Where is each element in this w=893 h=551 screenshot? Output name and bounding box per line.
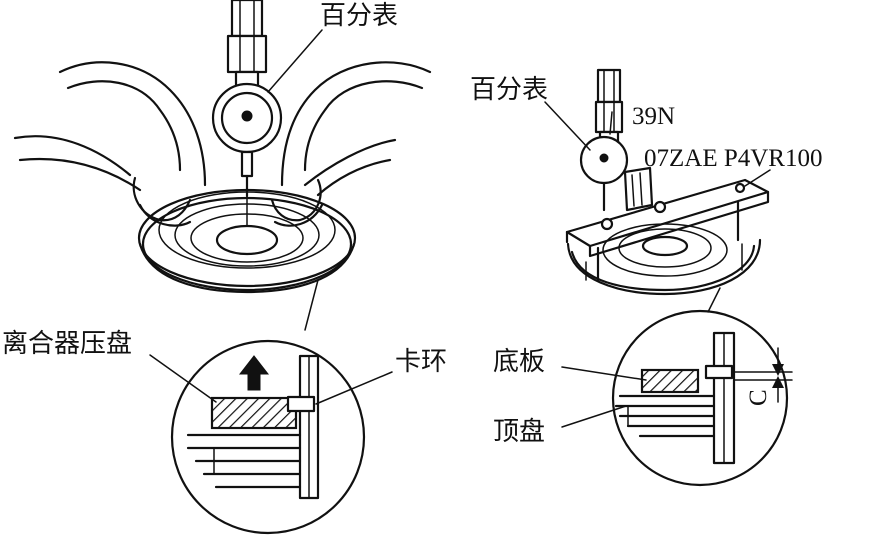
force-leader	[609, 111, 613, 135]
pressure-plate-leader	[149, 354, 217, 403]
right-assembly	[544, 68, 793, 487]
force-label: 39N	[632, 103, 675, 130]
left-dial-gauge-leader	[267, 29, 323, 93]
hands	[13, 61, 432, 227]
up-arrow-icon	[238, 355, 270, 391]
right-detail-leader	[707, 287, 721, 313]
base-plate-section	[640, 368, 700, 394]
right-dial-gauge-leader	[544, 101, 591, 151]
left-assembly	[13, 0, 432, 535]
left-detail-circle	[170, 339, 366, 535]
snap-ring-section	[286, 395, 316, 413]
base-plate-label: 底板	[493, 347, 545, 377]
left-dial-gauge-label: 百分表	[320, 1, 398, 31]
tool-foot-section	[704, 364, 734, 380]
left-dial-gauge	[211, 0, 283, 198]
right-dial-gauge	[579, 68, 629, 212]
pressure-plate-section	[210, 396, 298, 430]
right-detail-circle	[611, 309, 793, 487]
special-tool	[565, 166, 770, 282]
left-clutch-drum	[137, 188, 357, 294]
snap-ring-label: 卡环	[395, 347, 447, 377]
tool-part-number-label: 07ZAE P4VR100	[644, 145, 822, 172]
right-dial-gauge-label: 百分表	[470, 75, 548, 105]
top-plate-leader	[561, 405, 627, 428]
clearance-label: C	[745, 389, 772, 406]
right-clutch-drum	[566, 223, 762, 296]
snap-ring-leader	[315, 371, 393, 405]
top-plate-label: 顶盘	[493, 417, 545, 447]
base-plate-leader	[561, 366, 647, 381]
clutch-pressure-plate-label: 离合器压盘	[2, 329, 132, 359]
left-detail-leader	[304, 279, 319, 331]
tool-leader	[744, 169, 771, 187]
